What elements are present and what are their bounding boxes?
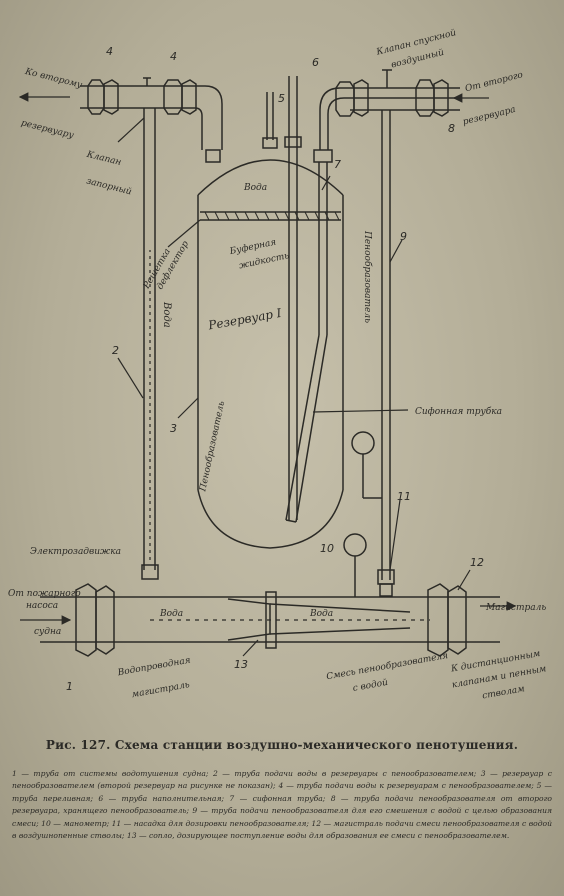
buffer-label-2: жидкость (238, 251, 290, 271)
foam-station-diagram: 4 4 6 5 7 8 9 2 3 11 10 12 1 13 Ко второ… (8, 28, 547, 701)
dosing-nozzle (377, 569, 395, 597)
water-line-label-2: магистраль (131, 680, 190, 700)
from-pump-label-2: насоса (26, 601, 58, 611)
water-top-label: Вода (243, 183, 267, 193)
reservoir-label: Резервуар I (206, 306, 282, 333)
top-right-pipe (335, 69, 460, 117)
main-pipe (40, 583, 500, 657)
from-second-label-2: резервуара (462, 105, 517, 128)
figure-caption: Рис. 127. Схема станции воздушно-механич… (45, 738, 519, 752)
siphon-pipe (285, 87, 350, 523)
label-9: 9 (400, 230, 407, 243)
water-main-label-1: Вода (159, 609, 183, 619)
foam-agent-label: Пенообразователь (197, 400, 227, 493)
main-line-label: Магистраль (485, 603, 546, 613)
to-second-reservoir-1: Ко второму (23, 67, 84, 91)
label-4a: 4 (106, 45, 113, 58)
manometer-upper (351, 431, 382, 499)
valve-label-2: запорный (85, 177, 133, 198)
reservoir-body (197, 159, 344, 549)
label-10: 10 (320, 542, 334, 555)
label-4b: 4 (170, 50, 177, 63)
water-supply-pipe (141, 108, 159, 580)
figure-legend: 1 — труба от системы водотушения судна; … (12, 769, 552, 841)
from-pump-label-1: От пожарного (8, 589, 81, 599)
label-8: 8 (448, 122, 455, 135)
label-6: 6 (312, 56, 319, 69)
electric-valve-label: Электрозадвижка (30, 547, 121, 557)
from-second-label-1: От второго (464, 70, 524, 94)
label-3: 3 (170, 422, 177, 435)
siphon-label: Сифонная трубка (415, 406, 502, 417)
label-12: 12 (470, 556, 484, 569)
label-1: 1 (66, 680, 73, 693)
mixture-label-1: Смесь пенообразователя (325, 650, 449, 682)
top-left-pipe (80, 77, 223, 163)
water-main-label-2: Вода (309, 609, 333, 619)
from-pump-label-3: судна (34, 627, 61, 637)
label-2: 2 (112, 344, 119, 357)
to-second-reservoir-2: резервуару (20, 118, 75, 141)
label-11: 11 (397, 490, 411, 503)
filling-pipe (284, 76, 302, 520)
label-7: 7 (334, 158, 341, 171)
valve-label-1: Клапан (85, 150, 123, 168)
overflow-pipe (262, 92, 278, 149)
label-5: 5 (278, 92, 285, 105)
mixture-label-2: с водой (352, 678, 389, 694)
water-pipe-label: Вода (161, 301, 172, 328)
to-remote-label-3: стволам (482, 684, 526, 701)
foam-agent-pipe (381, 110, 391, 580)
foam-pipe-label: Пенообразователь (362, 230, 373, 323)
manometer-lower (343, 533, 367, 597)
water-line-label-1: Водопроводная (116, 656, 191, 679)
label-13: 13 (234, 658, 248, 671)
